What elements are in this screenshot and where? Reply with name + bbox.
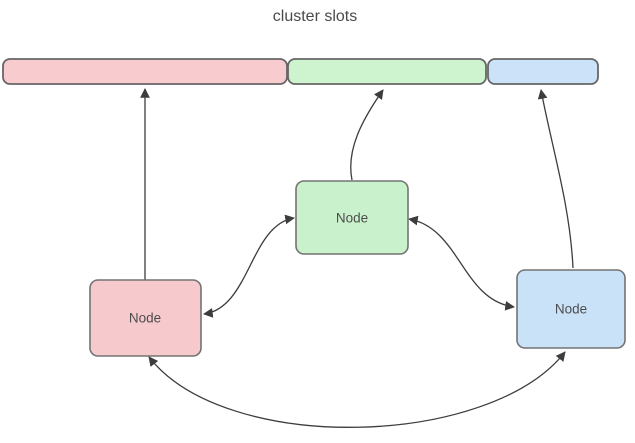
node-green: Node <box>295 180 409 255</box>
node-blue: Node <box>516 269 626 349</box>
node-red-label: Node <box>129 311 161 326</box>
slot-segment-green <box>287 58 487 85</box>
connector-red-node-blue-node <box>148 351 566 428</box>
node-green-label: Node <box>336 211 368 226</box>
connector-blue-node-to-blue-slot <box>537 89 574 269</box>
slot-segment-red <box>2 58 288 85</box>
connector-green-node-to-green-slot <box>350 89 384 181</box>
node-blue-box <box>516 269 626 349</box>
node-red-box <box>89 279 202 357</box>
node-red: Node <box>89 279 202 357</box>
connector-green-node-red-node <box>203 214 295 318</box>
cluster-slots-bar <box>2 58 599 85</box>
node-green-box <box>295 180 409 255</box>
node-blue-label: Node <box>555 302 587 317</box>
diagram-title: cluster slots <box>273 8 357 25</box>
slot-segment-blue <box>487 58 599 85</box>
connector-green-node-blue-node <box>408 215 515 311</box>
